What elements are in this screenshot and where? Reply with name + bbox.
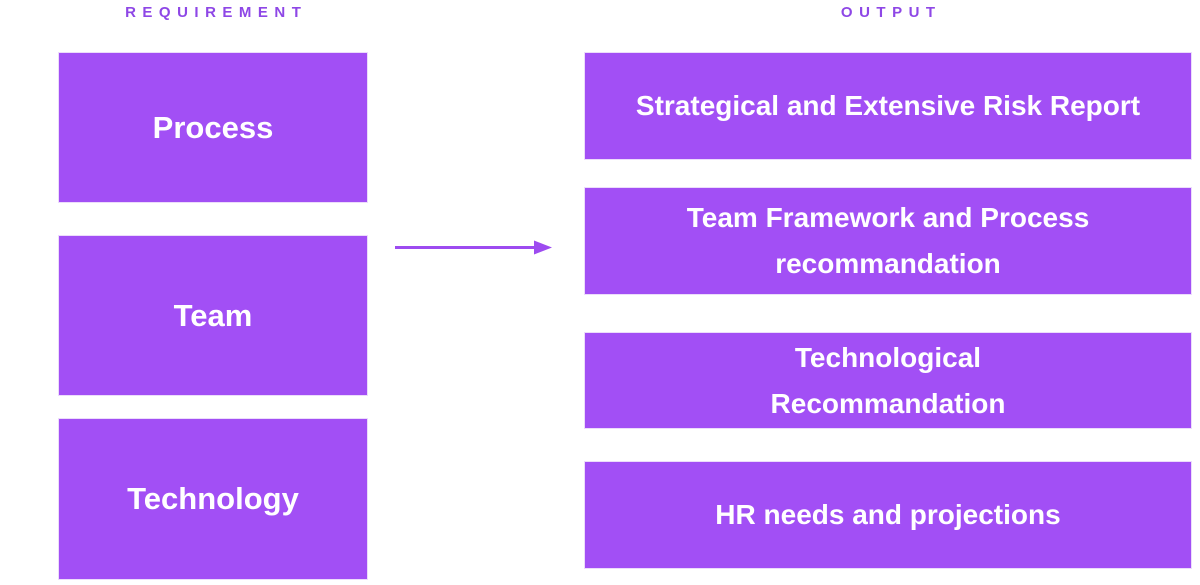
- requirement-box-technology-label: Technology: [127, 481, 299, 516]
- output-box-risk-report: Strategical and Extensive Risk Report: [584, 52, 1192, 160]
- output-column-header: OUTPUT: [840, 4, 942, 21]
- output-box-technological-recommandation: Technological Recommandation: [584, 332, 1192, 429]
- requirement-to-output-arrow: [394, 239, 552, 256]
- output-box-team-framework-label: Team Framework and Process recommandatio…: [686, 202, 1090, 279]
- requirement-box-technology: Technology: [58, 418, 368, 580]
- requirement-box-process: Process: [58, 52, 368, 203]
- requirement-box-team: Team: [58, 235, 368, 396]
- requirement-box-team-label: Team: [173, 297, 253, 333]
- output-box-hr-needs-label: HR needs and projections: [715, 499, 1061, 530]
- arrow-right-icon: [395, 240, 552, 255]
- output-box-hr-needs: HR needs and projections: [584, 461, 1192, 569]
- requirement-column-header: REQUIREMENT: [125, 4, 308, 21]
- requirement-box-process-label: Process: [152, 109, 274, 145]
- output-box-risk-report-label: Strategical and Extensive Risk Report: [635, 90, 1141, 121]
- output-box-technological-recommandation-label: Technological Recommandation: [770, 341, 1006, 419]
- output-box-team-framework: Team Framework and Process recommandatio…: [584, 187, 1192, 295]
